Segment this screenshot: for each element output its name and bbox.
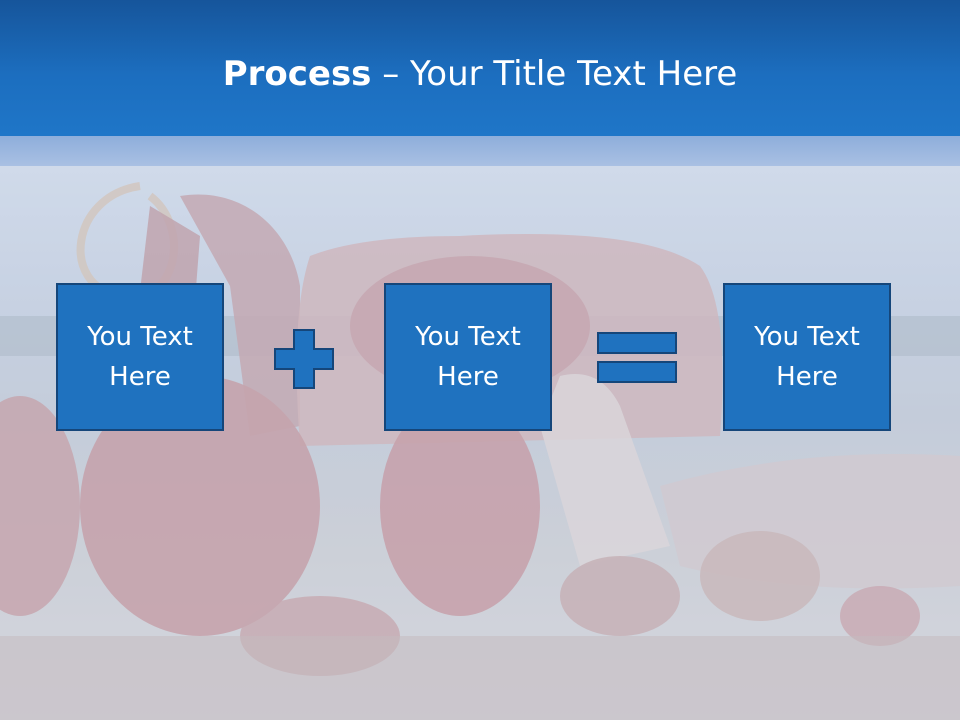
plus-icon: [272, 327, 336, 391]
process-box-3[interactable]: You Text Here: [723, 283, 891, 431]
title-bold: Process: [222, 54, 372, 94]
process-box-1[interactable]: You Text Here: [56, 283, 224, 431]
title-rest: – Your Title Text Here: [371, 54, 738, 94]
title-band: Process – Your Title Text Here: [0, 0, 960, 136]
photo-overlay: [0, 166, 960, 720]
process-box-2[interactable]: You Text Here: [384, 283, 552, 431]
header-strip: [0, 136, 960, 166]
equals-icon: [597, 332, 677, 384]
slide-title: Process – Your Title Text Here: [0, 52, 960, 96]
